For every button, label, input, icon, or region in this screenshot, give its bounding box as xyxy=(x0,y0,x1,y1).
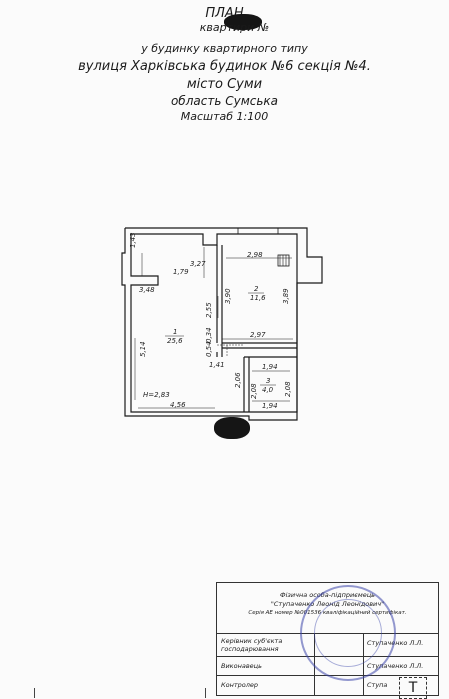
dim-4-56: 4,56 xyxy=(170,401,186,409)
dim-1-43: 1,43 xyxy=(129,232,137,248)
address-region-line: область Сумська xyxy=(170,94,279,108)
executor-label: Виконавець xyxy=(221,662,262,670)
address-street-line: вулиця Харківська будинок №6 секція №4. xyxy=(78,59,371,74)
address-city-line: місто Суми xyxy=(186,77,263,92)
room-1-area: 25,6 xyxy=(167,337,183,345)
controller-label: Контролер xyxy=(221,681,259,689)
director-label: Керівник суб'єкта господарювання xyxy=(221,637,283,653)
dim-1-41: 1,41 xyxy=(209,361,225,369)
apartment-number-label: квартири № xyxy=(199,21,270,34)
dim-3-27: 3,27 xyxy=(190,260,206,268)
window-room-2 xyxy=(237,227,279,235)
dim-5-14: 5,14 xyxy=(139,341,147,357)
dim-2-55: 2,55 xyxy=(205,302,213,318)
official-seal-inner xyxy=(314,599,382,667)
dim-2-97: 2,97 xyxy=(250,331,266,339)
vent-symbol xyxy=(277,254,290,267)
dim-1-94-top: 1,94 xyxy=(262,363,278,371)
controller-value: Ступа xyxy=(367,681,388,689)
director-value: Ступаченко Л.Л. xyxy=(367,639,424,647)
dim-0-54: 0,54 xyxy=(205,341,213,357)
official-seal xyxy=(300,585,396,681)
room-3-number: 3 xyxy=(266,377,270,385)
dim-0-34: 0,34 xyxy=(205,327,213,343)
room-2-area: 11,6 xyxy=(250,294,266,302)
inner-wall xyxy=(130,233,298,413)
scale-line: Масштаб 1:100 xyxy=(180,110,269,123)
dim-1-94-bottom: 1,94 xyxy=(262,402,278,410)
building-type-line: у будинку квартирного типу xyxy=(141,42,308,55)
dim-3-90: 3,90 xyxy=(224,288,232,304)
dim-3-89: 3,89 xyxy=(282,288,290,304)
corner-mark: Т xyxy=(399,677,427,699)
room-1-number: 1 xyxy=(173,328,177,336)
room-2-number: 2 xyxy=(254,285,259,293)
dim-2-06: 2,06 xyxy=(234,372,242,388)
ceiling-height: H=2,83 xyxy=(143,391,170,399)
executor-value: Ступаченко Л.Л. xyxy=(367,662,424,670)
dim-2-08-left: 2,08 xyxy=(250,383,258,399)
dim-2-98: 2,98 xyxy=(247,251,263,259)
room-3-area: 4,0 xyxy=(262,386,274,394)
redaction-blot-door xyxy=(214,417,250,439)
redaction-blot-top xyxy=(224,14,262,30)
dim-1-79: 1,79 xyxy=(173,268,189,276)
row-controller: Контролер Ступа xyxy=(217,676,438,695)
dim-2-08-right: 2,08 xyxy=(284,381,292,397)
bottom-left-frame xyxy=(34,688,206,698)
outer-wall xyxy=(121,227,323,421)
dim-3-48: 3,48 xyxy=(139,286,155,294)
